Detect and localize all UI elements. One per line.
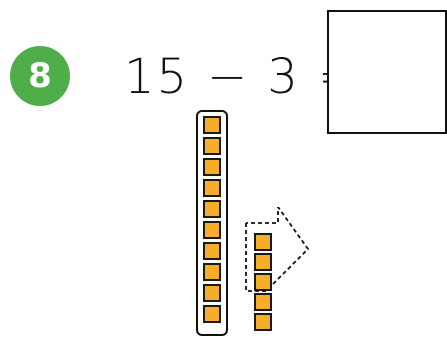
problem-number-badge: 8 [10, 46, 70, 106]
ones-cube [254, 293, 272, 311]
ten-rod-cube [203, 158, 221, 176]
answer-box[interactable] [327, 10, 447, 134]
ten-rod-cube [203, 221, 221, 239]
ten-rod-cube [203, 137, 221, 155]
crossed-out-cube [254, 253, 272, 271]
ten-rod-cube [203, 200, 221, 218]
ten-rod-cube [203, 179, 221, 197]
crossed-out-cube [254, 233, 272, 251]
ten-rod-cube [203, 263, 221, 281]
equation: 15 − 3 = [124, 42, 360, 112]
ten-rod-cube [203, 242, 221, 260]
ten-rod-cube [203, 305, 221, 323]
ten-rod-cube [203, 116, 221, 134]
ones-cube [254, 313, 272, 331]
crossed-out-cube [254, 273, 272, 291]
minus-sign: − [207, 49, 249, 105]
ten-rod-cube [203, 284, 221, 302]
subtrahend: 3 [267, 49, 300, 105]
minuend: 15 [124, 49, 189, 105]
